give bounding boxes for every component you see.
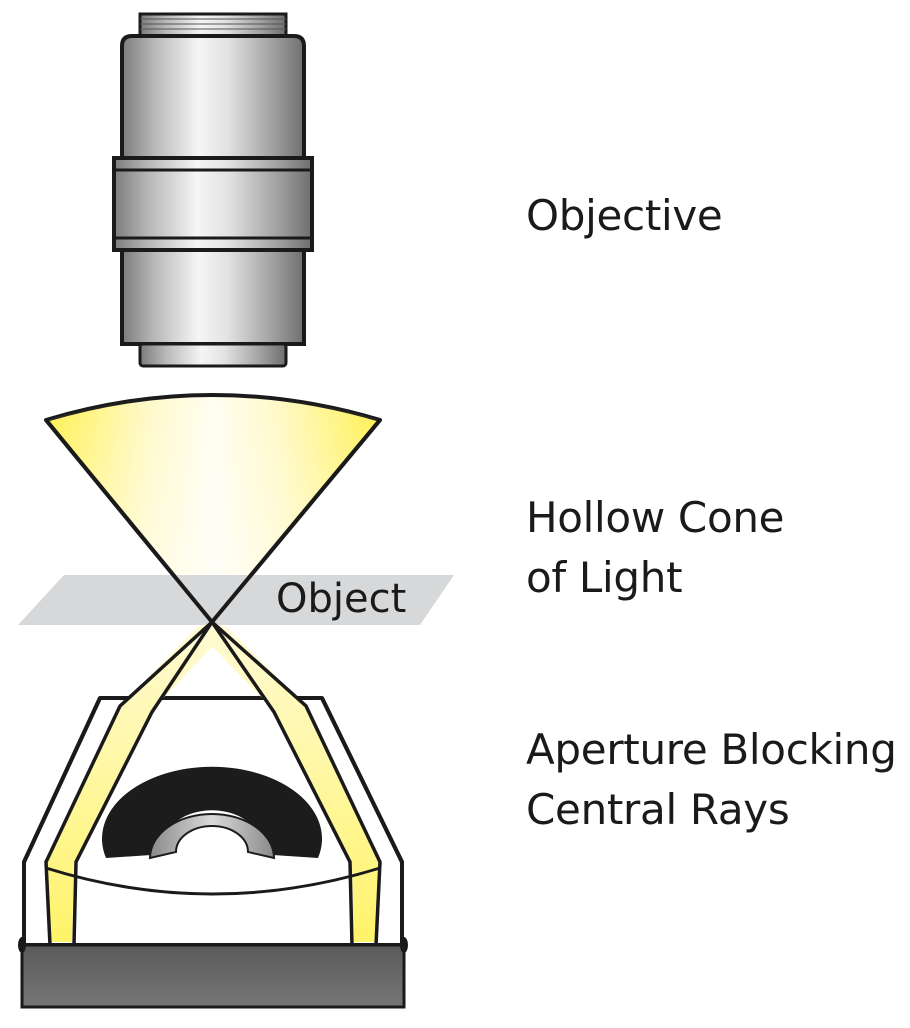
hollow-cone-label: Hollow Cone of Light xyxy=(526,488,785,608)
light-cone-upper xyxy=(44,393,382,624)
aperture-label: Aperture Blocking Central Rays xyxy=(526,720,897,840)
light-ray-left xyxy=(46,622,228,942)
light-ray-right xyxy=(196,622,380,942)
objective-label-text: Objective xyxy=(526,191,723,240)
object-plane: Object xyxy=(18,418,454,625)
hollow-cone-label-line2: of Light xyxy=(526,553,683,602)
objective-lens xyxy=(112,12,314,368)
annular-aperture xyxy=(101,766,323,860)
condenser xyxy=(18,620,408,1009)
condenser-base xyxy=(20,943,406,1009)
aperture-label-line2: Central Rays xyxy=(526,785,790,834)
aperture-label-line1: Aperture Blocking xyxy=(526,725,897,774)
object-label: Object xyxy=(276,576,406,622)
objective-label: Objective xyxy=(526,186,723,246)
hollow-cone-label-line1: Hollow Cone xyxy=(526,493,785,542)
